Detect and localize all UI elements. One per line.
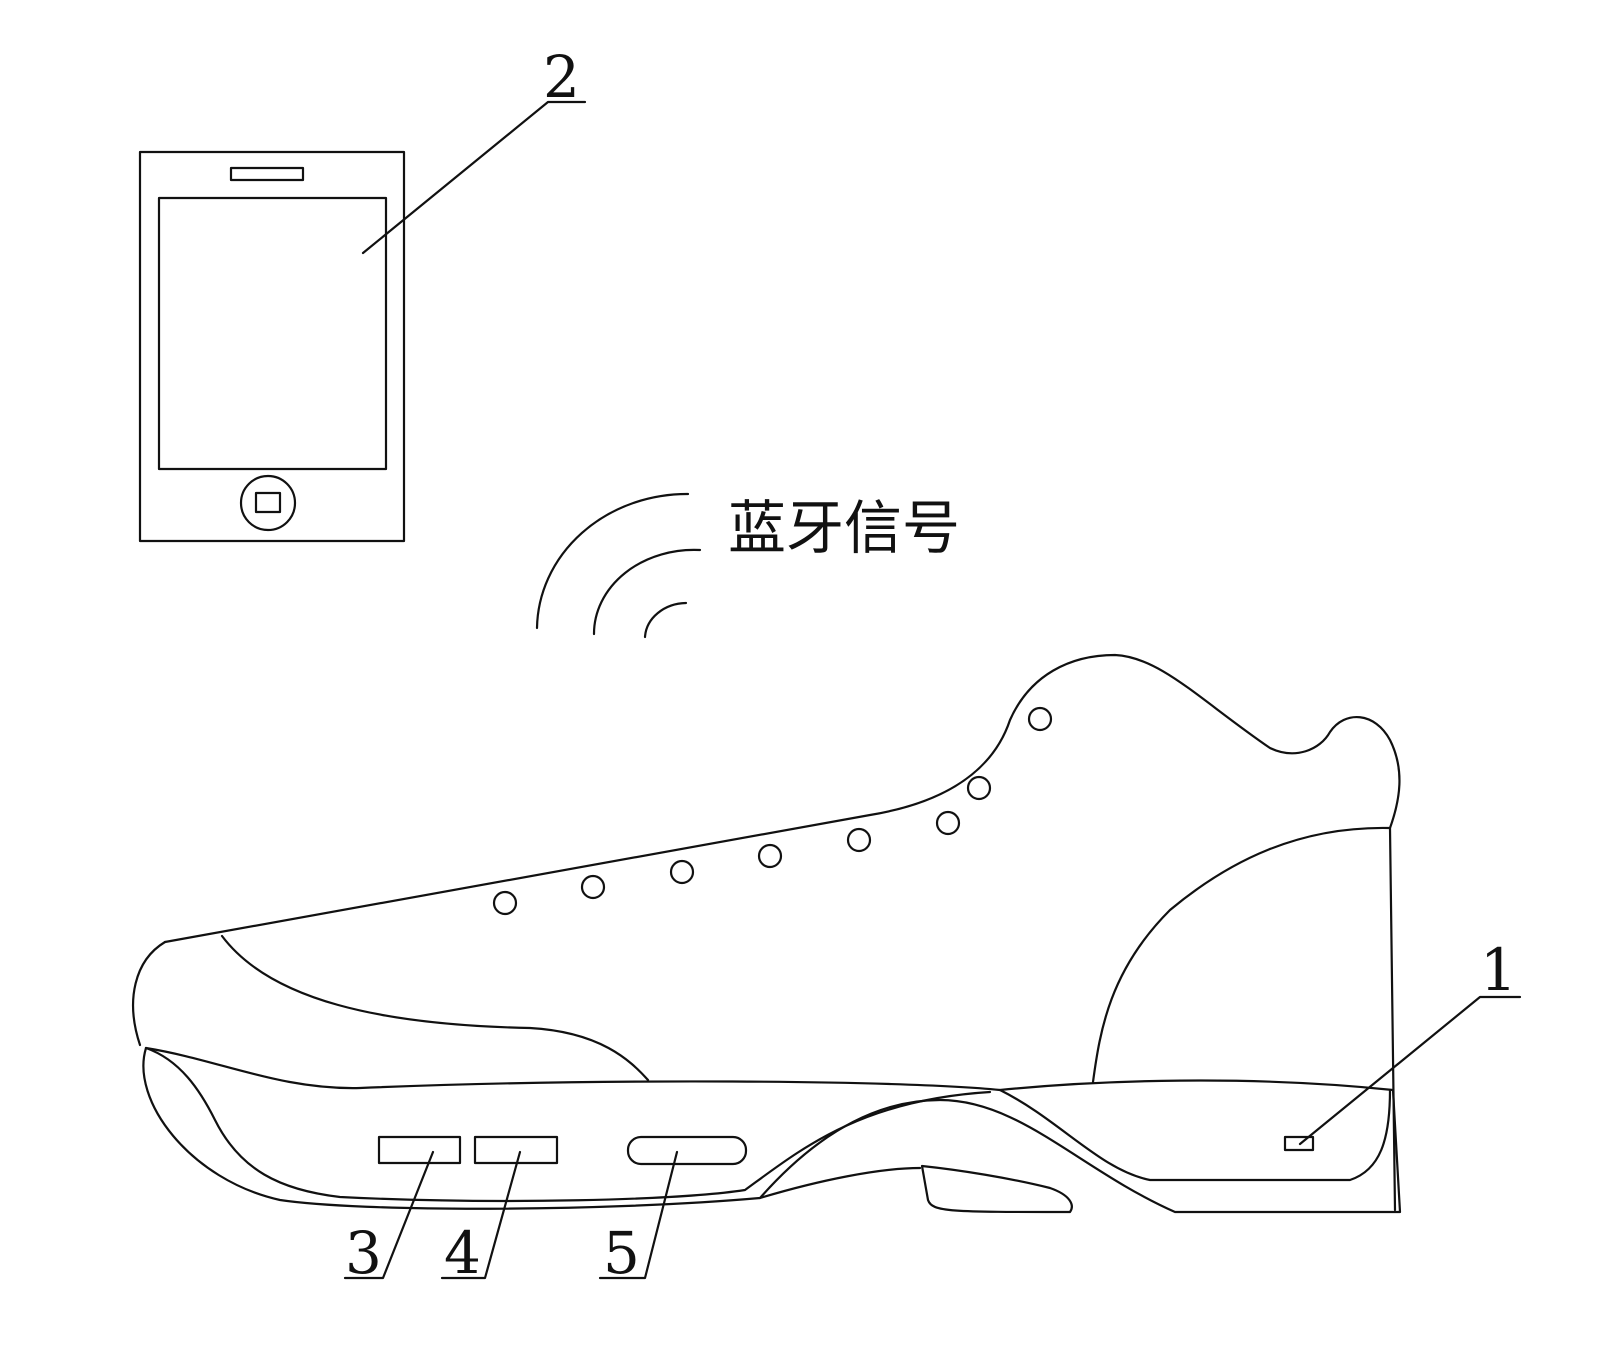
leader-line-1	[1298, 995, 1522, 1146]
bluetooth-signal-caption: 蓝牙信号	[728, 494, 960, 562]
phone-screen	[157, 196, 388, 471]
smartphone	[138, 150, 406, 543]
leader-line-4	[440, 1150, 522, 1280]
shoe	[132, 653, 1402, 1214]
phone-body	[138, 150, 406, 543]
heel-lug	[920, 1164, 1073, 1214]
module-4	[473, 1135, 559, 1165]
module-5	[626, 1135, 748, 1166]
toe-cap-line	[220, 934, 650, 1082]
label-3: 3	[345, 1219, 382, 1287]
sole-outline	[142, 1046, 1402, 1214]
leader-line-3	[343, 1150, 435, 1280]
phone-home-button	[239, 474, 297, 532]
sole-inner-line	[144, 1046, 992, 1203]
shoe-toe	[132, 940, 167, 1047]
leader-line-2	[361, 100, 587, 255]
eyelets	[492, 706, 1053, 916]
heel-counter-line	[1091, 826, 1392, 1084]
phone-speaker	[229, 166, 305, 182]
bluetooth-signal-icon	[535, 492, 702, 639]
phone-home-square	[254, 491, 282, 514]
module-3	[377, 1135, 462, 1165]
label-4: 4	[444, 1219, 481, 1287]
midsole-top	[144, 1046, 1395, 1092]
label-2: 2	[543, 43, 580, 111]
leader-line-5	[598, 1150, 679, 1280]
shoe-upper-outline	[163, 653, 1401, 1212]
heel-inner-line	[998, 1088, 1392, 1182]
label-5: 5	[603, 1219, 640, 1287]
arch-line	[758, 1166, 922, 1200]
component-1	[1283, 1135, 1315, 1152]
label-1: 1	[1480, 936, 1517, 1004]
